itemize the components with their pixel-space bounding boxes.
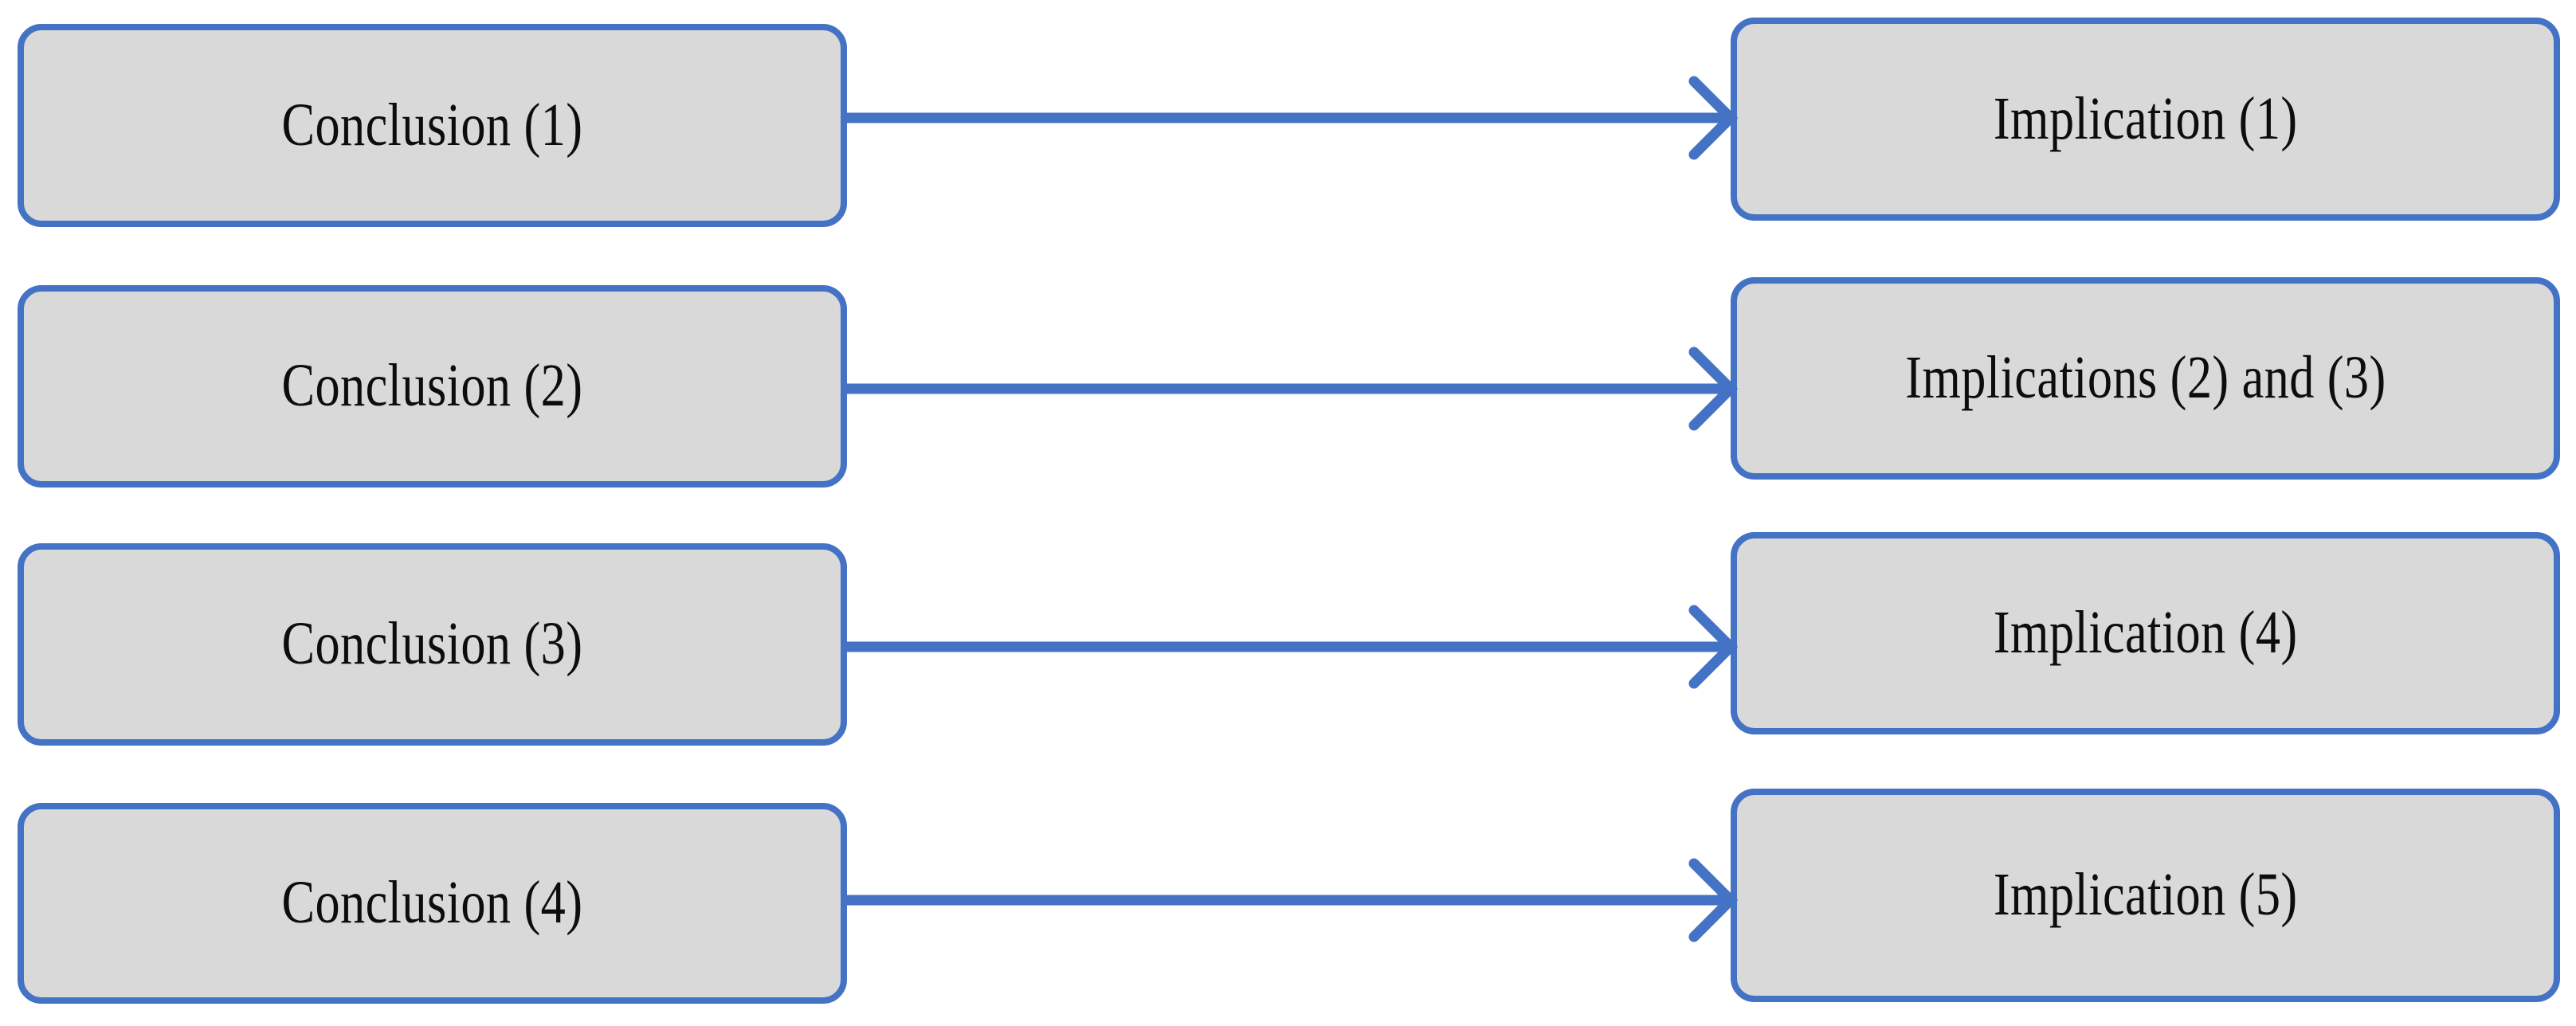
node-conclusion-3[interactable]: Conclusion (3) (18, 543, 847, 746)
node-implication-5-label: Implication (5) (1993, 861, 2298, 929)
node-conclusion-1[interactable]: Conclusion (1) (18, 24, 847, 227)
node-conclusion-2[interactable]: Conclusion (2) (18, 285, 847, 488)
node-implication-1-label: Implication (1) (1993, 84, 2298, 152)
node-conclusion-1-label: Conclusion (1) (281, 91, 583, 159)
node-conclusion-4[interactable]: Conclusion (4) (18, 803, 847, 1004)
connector-arrow-3[interactable] (847, 623, 1731, 671)
connector-arrow-2[interactable] (847, 365, 1731, 413)
node-implications-2-and-3-label: Implications (2) and (3) (1904, 344, 2386, 412)
node-implications-2-and-3[interactable]: Implications (2) and (3) (1731, 277, 2560, 480)
node-conclusion-3-label: Conclusion (3) (281, 610, 583, 678)
node-conclusion-4-label: Conclusion (4) (281, 869, 583, 937)
node-implication-5[interactable]: Implication (5) (1731, 789, 2560, 1002)
node-implication-1[interactable]: Implication (1) (1731, 18, 2560, 221)
node-implication-4[interactable]: Implication (4) (1731, 532, 2560, 734)
connector-arrow-1[interactable] (847, 94, 1731, 142)
connector-arrow-4[interactable] (847, 876, 1731, 924)
node-implication-4-label: Implication (4) (1993, 599, 2298, 667)
node-conclusion-2-label: Conclusion (2) (281, 352, 583, 420)
